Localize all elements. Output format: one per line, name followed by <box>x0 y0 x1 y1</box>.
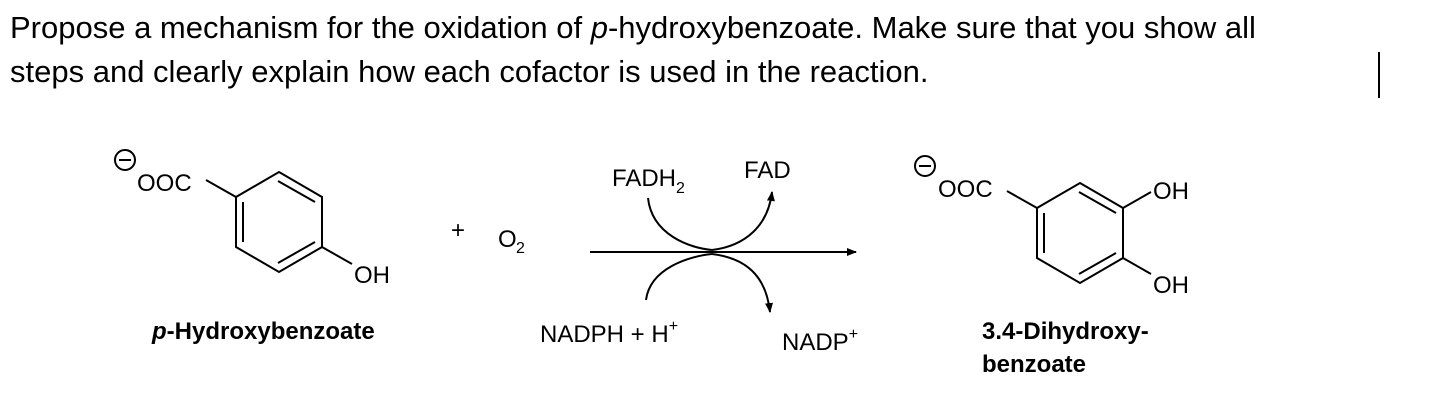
negative-charge-icon <box>114 149 136 171</box>
question-line-2: steps and clearly explain how each cofac… <box>10 54 929 89</box>
ring-double-bond <box>1078 191 1117 214</box>
oxygen-subscript: 2 <box>516 240 525 257</box>
nadph-curve <box>645 253 713 301</box>
nadp-label: NADP+ <box>782 326 858 356</box>
reactant-hydroxyl-label: OH <box>354 262 390 289</box>
reactant-structure <box>114 149 353 274</box>
reactant-name: p-Hydroxybenzoate <box>151 318 375 345</box>
product-name-line-1: 3.4-Dihydroxy- <box>982 318 1149 345</box>
ring-double-bond <box>1078 252 1117 275</box>
fad-curve-arrow <box>711 191 775 251</box>
carboxylate-bond <box>1006 190 1038 209</box>
question-line-1: Propose a mechanism for the oxidation of… <box>10 10 1256 45</box>
nadph-label: NADPH + H+ <box>540 318 678 348</box>
benzene-ring <box>1036 181 1124 285</box>
product-hydroxyl-bottom-label: OH <box>1153 272 1189 299</box>
hydroxyl-bond-top <box>1122 191 1152 209</box>
product-name-line-2: benzoate <box>982 351 1086 378</box>
fadh2-label: FADH2 <box>612 165 685 197</box>
question-text: Propose a mechanism for the oxidation of… <box>10 6 1430 94</box>
plus-sign: + <box>451 217 465 244</box>
ring-double-bond <box>277 180 316 203</box>
ring-double-bond <box>277 241 316 264</box>
carboxylate-bond <box>205 179 237 198</box>
nadp-curve-arrow <box>711 253 774 313</box>
product-carboxylate-label: OOC <box>938 176 993 203</box>
benzene-ring <box>235 170 323 274</box>
hydroxyl-bond-bottom <box>1122 257 1152 275</box>
fad-label: FAD <box>744 157 791 184</box>
reactant-carboxylate-label: OOC <box>137 170 192 197</box>
product-hydroxyl-top-label: OH <box>1153 178 1189 205</box>
hydroxyl-bond <box>321 246 353 265</box>
product-structure <box>914 155 1152 285</box>
text-cursor <box>1378 52 1380 98</box>
fadh2-curve <box>647 197 713 251</box>
oxygen-symbol: O <box>498 226 517 253</box>
negative-charge-icon <box>914 155 936 177</box>
